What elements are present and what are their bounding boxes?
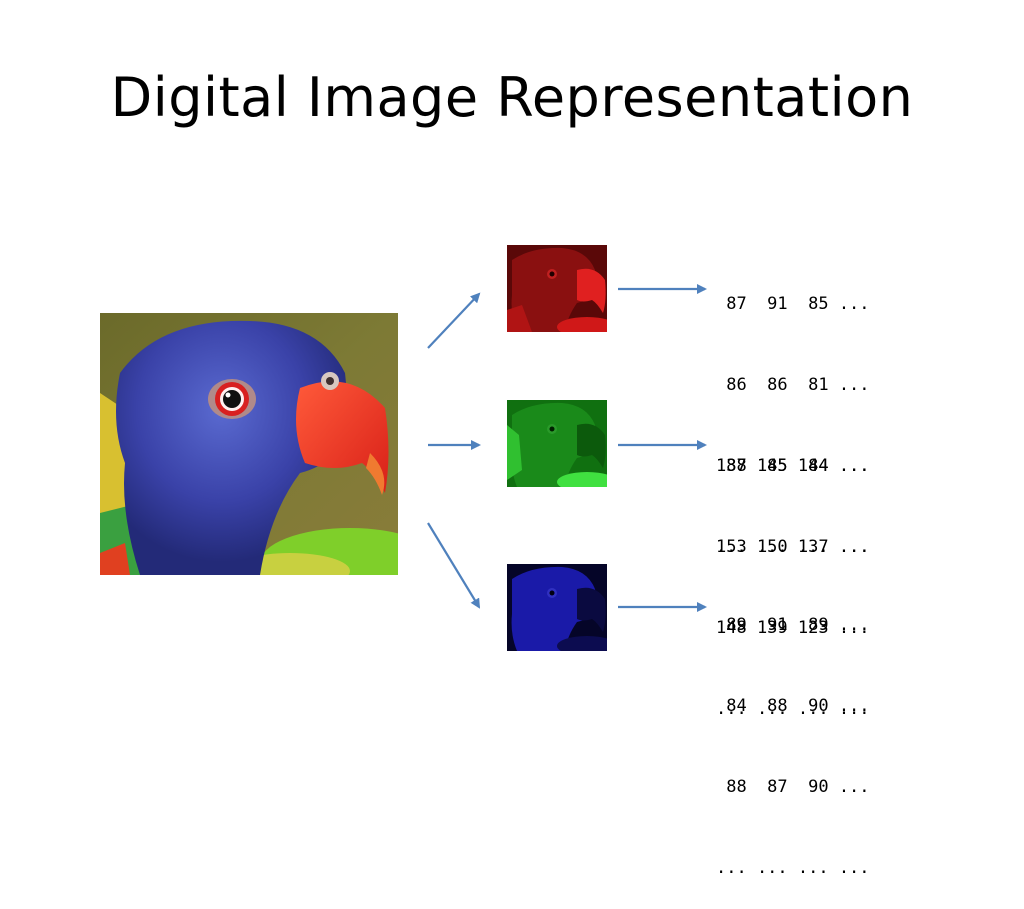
- blue-channel-matrix: 89 91 89 ... 84 88 90 ... 88 87 90 ... .…: [716, 558, 916, 909]
- matrix-row: 89 91 89 ...: [716, 615, 870, 635]
- matrix-row: 87 91 85 ...: [716, 294, 870, 314]
- matrix-row: 137 145 144 ...: [716, 456, 870, 476]
- matrix-row: ... ... ... ...: [716, 537, 870, 557]
- matrix-row: 153 150 137 ...: [716, 537, 870, 557]
- matrix-row: ... ... ... ...: [716, 699, 870, 719]
- matrix-row: 88 87 90 ...: [716, 777, 870, 797]
- arrow-to-red: [427, 292, 481, 349]
- arrow-to-blue: [427, 522, 481, 609]
- slide-title: Digital Image Representation: [110, 66, 914, 129]
- matrix-row: 84 88 90 ...: [716, 696, 870, 716]
- parrot-image: [100, 313, 398, 575]
- blue-channel-image: [507, 564, 607, 651]
- matrix-row: 148 139 123 ...: [716, 618, 870, 638]
- matrix-row: ... ... ... ...: [716, 858, 870, 878]
- red-channel-matrix: 87 91 85 ... 86 86 81 ... 88 85 84 ... .…: [716, 237, 916, 588]
- green-channel-matrix: 137 145 144 ... 153 150 137 ... 148 139 …: [716, 399, 916, 750]
- green-channel-image: [507, 400, 607, 487]
- matrix-row: 88 85 84 ...: [716, 456, 870, 476]
- red-channel-image: [507, 245, 607, 332]
- matrix-row: 86 86 81 ...: [716, 375, 870, 395]
